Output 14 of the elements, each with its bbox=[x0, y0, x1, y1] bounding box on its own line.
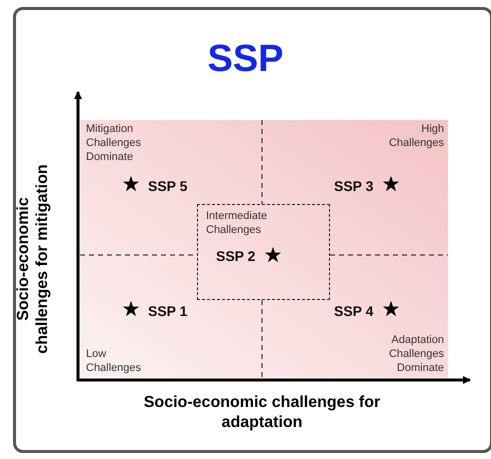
scenario-label: SSP 1 bbox=[148, 303, 188, 319]
title: SSP bbox=[206, 38, 285, 81]
region-label: Intermediate Challenges bbox=[206, 209, 268, 237]
quadrant-label: Low Challenges bbox=[86, 347, 142, 375]
scenario-label: SSP 2 bbox=[216, 248, 256, 264]
intermediate-region bbox=[197, 204, 330, 300]
axis-title: Socio-economic challenges for adaptation bbox=[142, 393, 382, 433]
scenario-label: SSP 3 bbox=[334, 178, 374, 194]
scenario-label: SSP 4 bbox=[334, 303, 374, 319]
scenario-label: SSP 5 bbox=[148, 178, 188, 194]
quadrant-label: Adaptation Challenges Dominate bbox=[388, 333, 444, 375]
quadrant-label: High Challenges bbox=[388, 122, 444, 150]
axis-title: Socio-economic challenges for mitigation bbox=[14, 163, 52, 356]
quadrant-label: Mitigation Challenges Dominate bbox=[86, 122, 142, 164]
